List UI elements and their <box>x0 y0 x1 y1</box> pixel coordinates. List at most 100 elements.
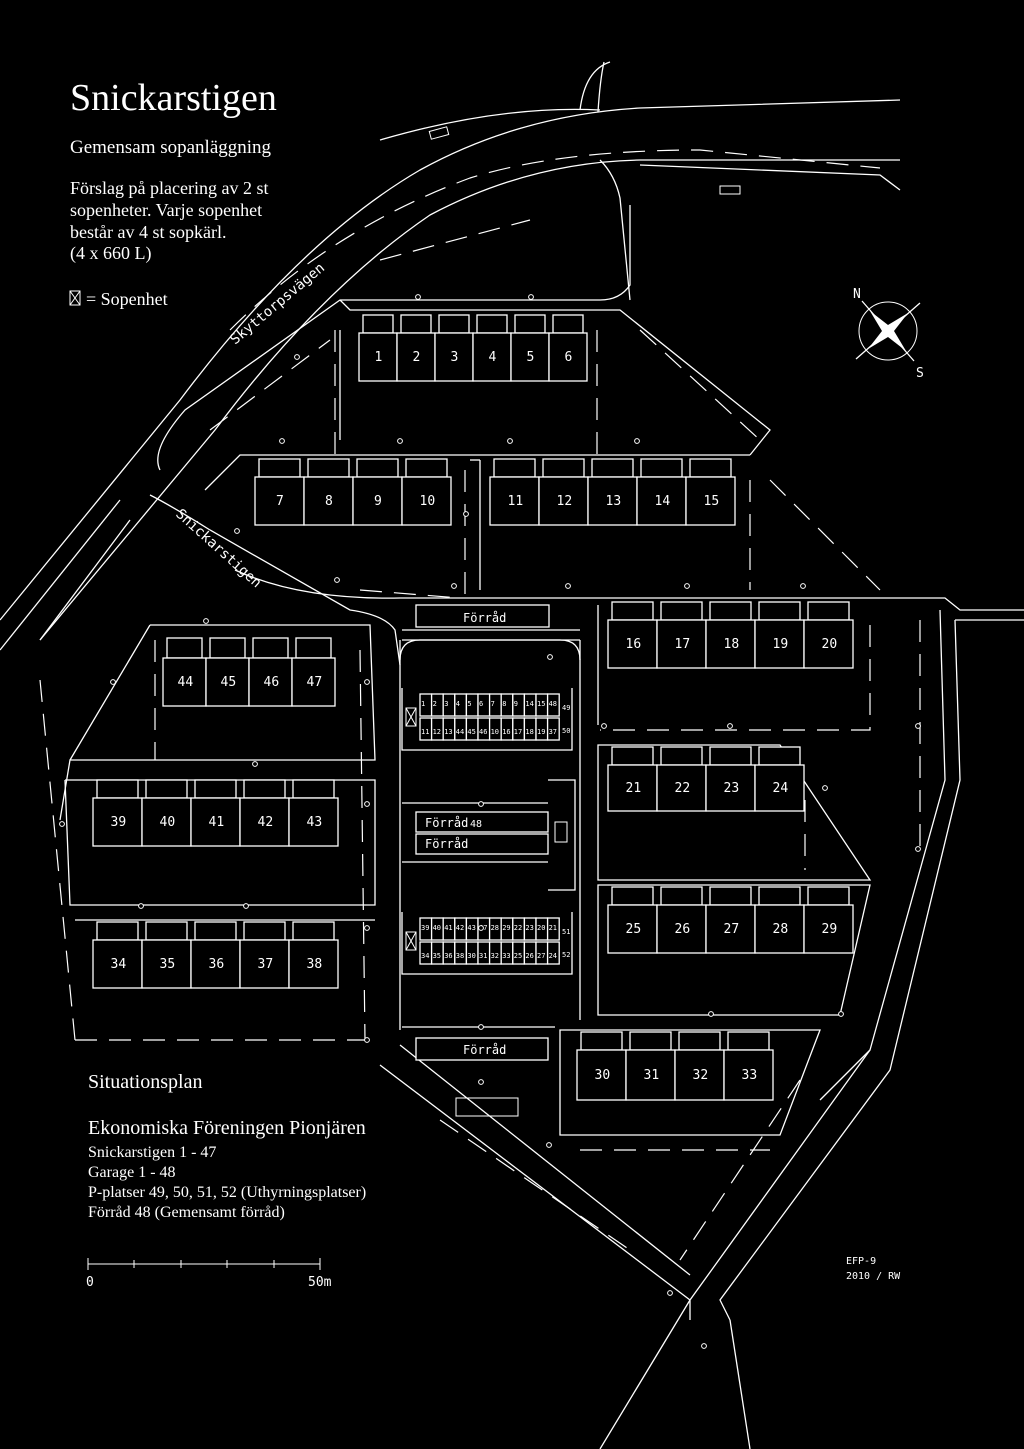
house-number: 41 <box>209 815 225 830</box>
garage-number: 33 <box>502 952 510 960</box>
house-number: 6 <box>565 350 573 365</box>
house-23: 23 <box>705 746 756 812</box>
house-46: 46 <box>248 637 293 707</box>
street-lamps <box>59 294 921 1349</box>
house-number: 5 <box>527 350 535 365</box>
garage-number: 6 <box>479 700 483 708</box>
house-17: 17 <box>656 601 707 669</box>
lamp-dot <box>528 294 534 300</box>
lamp-dot <box>59 821 65 827</box>
page-subtitle: Gemensam sopanläggning <box>70 137 272 158</box>
house-1: 1 <box>358 314 398 382</box>
garage-number: 44 <box>456 728 464 736</box>
garage-number: 7 <box>491 700 495 708</box>
storage-mid1-number: 48 <box>470 819 482 830</box>
house-11: 11 <box>489 458 540 526</box>
house-32: 32 <box>674 1031 725 1101</box>
footpaths <box>39 219 921 1261</box>
house-number: 33 <box>742 1068 758 1083</box>
lamp-dot <box>565 583 571 589</box>
house-39: 39 <box>92 779 143 847</box>
house-30: 30 <box>576 1031 627 1101</box>
lamp-dot <box>507 438 513 444</box>
compass-south: S <box>916 366 924 381</box>
house-38: 38 <box>288 921 339 989</box>
house-33: 33 <box>723 1031 774 1101</box>
lamp-dot <box>415 294 421 300</box>
lamp-dot <box>546 1142 552 1148</box>
house-number: 28 <box>773 922 789 937</box>
lamp-dot <box>110 679 116 685</box>
garage-number: 45 <box>467 728 475 736</box>
lamp-dot <box>547 654 553 660</box>
garage-number: 30 <box>467 952 475 960</box>
house-number: 40 <box>160 815 176 830</box>
garage-number: 1 <box>421 700 425 708</box>
lamp-dot <box>294 354 300 360</box>
garage-number: 9 <box>514 700 518 708</box>
house-number: 12 <box>557 494 573 509</box>
proposal-line-2: sopenheter. Varje sopenhet <box>70 200 262 220</box>
garage-block-blockB: 3940414243472829222320213435363830313233… <box>401 912 573 975</box>
lamp-dot <box>451 583 457 589</box>
house-number: 10 <box>420 494 436 509</box>
house-number: 30 <box>595 1068 611 1083</box>
garage-number: 14 <box>525 700 533 708</box>
proposal-line-3: består av 4 st sopkärl. <box>70 222 226 242</box>
garage-number: 42 <box>456 924 464 932</box>
house-number: 18 <box>724 637 740 652</box>
lamp-dot <box>478 1079 484 1085</box>
house-number: 26 <box>675 922 691 937</box>
lamp-dot <box>397 438 403 444</box>
house-27: 27 <box>705 886 756 954</box>
lamp-dot <box>478 925 484 931</box>
house-10: 10 <box>401 458 452 526</box>
house-number: 43 <box>307 815 323 830</box>
house-4: 4 <box>472 314 512 382</box>
garage-number: 4 <box>456 700 460 708</box>
house-number: 29 <box>822 922 838 937</box>
house-2: 2 <box>396 314 436 382</box>
garage-number: 38 <box>456 952 464 960</box>
house-35: 35 <box>141 921 192 989</box>
garage-number: 21 <box>549 924 557 932</box>
garage-number: 25 <box>514 952 522 960</box>
house-45: 45 <box>205 637 250 707</box>
lamp-dot <box>727 723 733 729</box>
house-37: 37 <box>239 921 290 989</box>
house-number: 2 <box>413 350 421 365</box>
storage-bottom: Förråd <box>402 1026 555 1117</box>
house-42: 42 <box>239 779 290 847</box>
proposal-line-4: (4 x 660 L) <box>70 243 151 264</box>
house-14: 14 <box>636 458 687 526</box>
house-number: 37 <box>258 957 274 972</box>
garage-number: 43 <box>467 924 475 932</box>
house-number: 27 <box>724 922 740 937</box>
garage-number: 16 <box>502 728 510 736</box>
scale-end: 50m <box>308 1275 332 1290</box>
house-12: 12 <box>538 458 589 526</box>
garage-number: 5 <box>467 700 471 708</box>
parking-number: 52 <box>562 951 570 959</box>
garage-number: 31 <box>479 952 487 960</box>
lamp-dot <box>243 903 249 909</box>
storage-middle: Förråd 48 Förråd <box>402 779 576 891</box>
storage-top: Förråd <box>402 604 580 641</box>
info-line-3: P-platser 49, 50, 51, 52 (Uthyrningsplat… <box>88 1184 366 1201</box>
compass-rose-icon <box>855 300 921 362</box>
house-number: 14 <box>655 494 671 509</box>
lamp-dot <box>279 438 285 444</box>
house-44: 44 <box>162 637 207 707</box>
house-number: 19 <box>773 637 789 652</box>
house-5: 5 <box>510 314 550 382</box>
house-19: 19 <box>754 601 805 669</box>
info-line-2: Garage 1 - 48 <box>88 1164 176 1181</box>
storage-mid1-label: Förråd <box>425 816 468 830</box>
garage-number: 22 <box>514 924 522 932</box>
storage-top-label: Förråd <box>463 611 506 625</box>
lamp-dot <box>634 438 640 444</box>
house-28: 28 <box>754 886 805 954</box>
legend-waste-unit: = Sopenhet <box>86 289 168 309</box>
parking-number: 51 <box>562 928 570 936</box>
